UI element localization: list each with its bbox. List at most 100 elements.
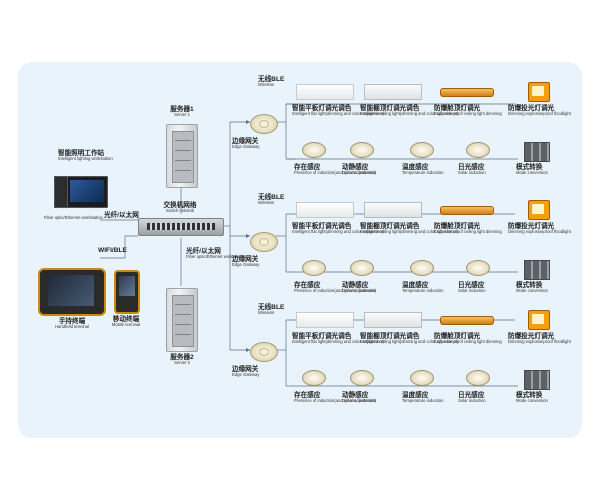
light-label-en: Dimming explosionproof floodlight	[508, 111, 571, 117]
server-2	[166, 288, 198, 352]
workstation-tower	[54, 176, 68, 208]
light-label-en: Intelligent ceiling light(dimming and co…	[360, 339, 459, 345]
light-label-cn: 智能棚顶灯调光调色	[360, 105, 420, 112]
edge-gateway-icon	[250, 342, 278, 362]
sensor-device-icon	[350, 260, 374, 276]
light-device-icon	[528, 82, 550, 102]
sensor-label-en: Mode conversion	[516, 398, 548, 404]
light-device-icon	[440, 206, 494, 215]
light-device-icon	[296, 202, 354, 218]
sensor-label-cn: 日光感应	[458, 282, 485, 289]
sensor-label-en: Dynamic induction	[342, 170, 377, 176]
light-label-en: Dimming explosionproof floodlight	[508, 339, 571, 345]
sensor-device-icon	[302, 260, 326, 276]
sensor-label-cn: 模式转换	[516, 392, 543, 399]
light-label-en: Explosion proof ceiling light dimming	[434, 111, 502, 117]
wireless-label-en: Wireless	[258, 82, 275, 88]
sensor-label-en: Mode conversion	[516, 288, 548, 294]
sensor-label-cn: 模式转换	[516, 164, 543, 171]
light-label-cn: 智能平板灯调光调色	[292, 223, 352, 230]
edge-gateway-label-cn: 边缘网关	[232, 256, 259, 263]
sensor-label-cn: 日光感应	[458, 392, 485, 399]
light-device-icon	[440, 316, 494, 325]
sensor-device-icon	[302, 142, 326, 158]
sensor-label-en: Solar induction	[458, 288, 486, 294]
edge-gateway-label-cn: 边缘网关	[232, 366, 259, 373]
sensor-device-icon	[524, 142, 550, 162]
fiber-label-left: Fiber optic/Ethernet workstation	[44, 215, 103, 220]
light-device-icon	[528, 200, 550, 220]
light-device-icon	[364, 84, 422, 100]
workstation-monitor	[66, 176, 108, 208]
sensor-label-en: Presence of induction(and color adjustme…	[294, 398, 376, 404]
light-label-cn: 防爆舱顶灯调光	[434, 105, 481, 112]
light-label-cn: 防爆投光灯调光	[508, 105, 555, 112]
wireless-label-cn: 无线BLE	[258, 194, 285, 201]
sensor-device-icon	[410, 370, 434, 386]
wifi-label: WIFI/BLE	[98, 247, 127, 254]
sensor-label-en: Dynamic induction	[342, 288, 377, 294]
sensor-label-cn: 动静感应	[342, 392, 369, 399]
sensor-label-en: Temperature induction	[402, 170, 444, 176]
sensor-label-en: Temperature induction	[402, 398, 444, 404]
light-device-icon	[528, 310, 550, 330]
edge-gateway-icon	[250, 232, 278, 252]
light-label-cn: 智能棚顶灯调光调色	[360, 333, 420, 340]
edge-gateway-label-en: Edge Gateway	[232, 144, 260, 150]
switch-network	[138, 218, 224, 236]
wireless-label-en: Wireless	[258, 310, 275, 316]
edge-gateway-label-en: Edge Gateway	[232, 262, 260, 268]
wireless-label-cn: 无线BLE	[258, 304, 285, 311]
light-label-cn: 防爆舱顶灯调光	[434, 223, 481, 230]
sensor-device-icon	[466, 142, 490, 158]
light-label-en: Intelligent ceiling light(dimming and co…	[360, 229, 459, 235]
light-label-cn: 智能棚顶灯调光调色	[360, 223, 420, 230]
sensor-label-en: Presence of induction(and color adjustme…	[294, 170, 376, 176]
light-device-icon	[296, 84, 354, 100]
mobile-terminal	[114, 270, 140, 314]
edge-gateway-label-en: Edge Gateway	[232, 372, 260, 378]
handheld-terminal	[38, 268, 106, 316]
wireless-label-en: Wireless	[258, 200, 275, 206]
edge-gateway-label-cn: 边缘网关	[232, 138, 259, 145]
light-label-cn: 防爆舱顶灯调光	[434, 333, 481, 340]
sensor-label-cn: 温度感应	[402, 392, 429, 399]
sensor-label-cn: 温度感应	[402, 164, 429, 171]
sensor-label-cn: 日光感应	[458, 164, 485, 171]
light-label-en: Explosion proof ceiling light dimming	[434, 339, 502, 345]
sensor-device-icon	[466, 370, 490, 386]
sensor-device-icon	[524, 260, 550, 280]
sensor-label-en: Mode conversion	[516, 170, 548, 176]
sensor-label-cn: 存在感应	[294, 392, 321, 399]
sensor-label-cn: 存在感应	[294, 164, 321, 171]
